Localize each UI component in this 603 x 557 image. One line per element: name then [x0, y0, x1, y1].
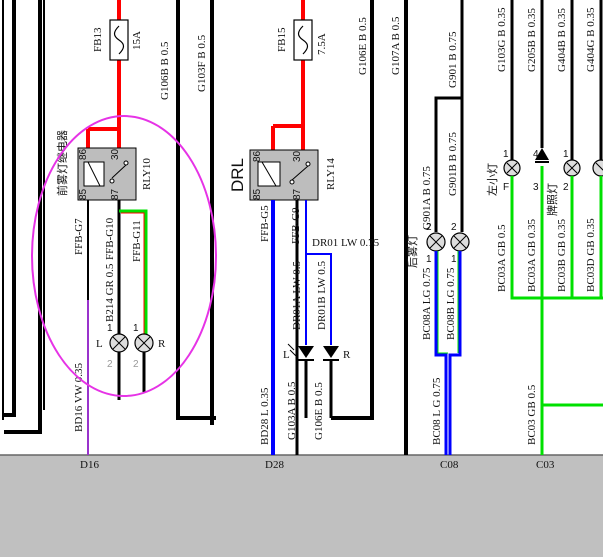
wire-ffb-g11-green — [119, 209, 148, 334]
wire-g106e — [331, 0, 374, 420]
bc08a-label: BC08A LG 0.75 — [421, 267, 433, 340]
wire-bc08a-inner — [437, 251, 448, 354]
g404b-label: G404B B 0.35 — [556, 8, 568, 72]
rear-fog-pin-top-b: 2 — [451, 222, 457, 233]
rear-right-lamps — [503, 148, 603, 177]
wire-dr01 — [305, 200, 332, 345]
relay-rly10-id: RLY10 — [141, 158, 153, 190]
fuse-fb13-rating: 15A — [131, 31, 143, 50]
bc03-green-wires — [510, 166, 603, 455]
relay-rly14 — [249, 149, 319, 201]
dr01a-label: DR01A LW 0.5 — [291, 261, 303, 330]
connector-c03: C03 — [536, 459, 555, 471]
connector-d16: D16 — [80, 459, 99, 471]
fb13-feed — [86, 0, 121, 148]
fog-lamp-left-label: L — [96, 338, 103, 350]
rear-fog-pin-top-a: 2 — [426, 222, 432, 233]
rly10-pin-85: 85 — [78, 188, 89, 200]
bc03a-label: BC03A GB 0.5 — [496, 224, 508, 292]
wire-g106b-label: G106B B 0.5 — [159, 41, 171, 100]
bd28-label: BD28 L 0.35 — [259, 387, 271, 445]
ffb-g7-label: FFB-G7 — [73, 218, 85, 255]
rly14-pin-30: 30 — [292, 150, 303, 162]
ffb-g11-label: FFB-G11 — [131, 220, 143, 262]
relay-tag-drl: DRL — [228, 158, 247, 192]
b214-label: B214 GR 0.5 — [104, 263, 116, 322]
fuse-fb13-id: FB13 — [92, 27, 104, 52]
plate-pin-b: 3 — [533, 182, 539, 193]
wire-g103f-label: G103F B 0.5 — [196, 34, 208, 92]
fuse-fb13 — [109, 19, 129, 61]
rly10-pin-87: 87 — [110, 188, 121, 200]
g901a-label: G901A B 0.75 — [421, 166, 433, 230]
wire-bc08b — [448, 251, 462, 455]
wire-g106b — [176, 0, 216, 420]
fuse-fb15 — [293, 19, 313, 61]
bc08-label: BC08 L G 0.75 — [431, 377, 443, 445]
highlight-ellipse — [31, 115, 217, 397]
relay-rly10 — [77, 147, 137, 201]
connector-c08: C08 — [440, 459, 459, 471]
g103a-label: G103A B 0.5 — [286, 381, 298, 440]
g404g-label: G404G B 0.35 — [585, 7, 597, 72]
left-ground-wires — [2, 0, 45, 434]
fog-lamp-left-gnd: 2 — [107, 359, 113, 370]
drl-right-label: R — [343, 349, 351, 361]
plate-pin-c: 1 — [563, 149, 569, 160]
g106e-label: G106E B 0.5 — [357, 17, 369, 75]
rly10-pin-30: 30 — [110, 148, 121, 160]
relay-rly14-id: RLY14 — [325, 158, 337, 190]
bc03a2-label: BC03A GB 0.35 — [526, 218, 538, 292]
fuse-fb15-id: FB15 — [276, 27, 288, 52]
ffb-g10-label: FFB-G10 — [104, 217, 116, 260]
g901b-label: G901B B 0.75 — [447, 132, 459, 196]
left-small-lamp-name: 左小灯 — [486, 163, 499, 196]
drl-left-label: L — [283, 349, 290, 361]
dr01-label: DR01 LW 0.75 — [312, 237, 380, 249]
g103g-label: G103G B 0.35 — [496, 7, 508, 72]
rly10-pin-86: 86 — [78, 148, 89, 160]
rear-fog-pin-bottom-a: 1 — [426, 254, 432, 265]
g106e2-label: G106E B 0.5 — [313, 382, 325, 440]
bc03d-label: BC03D GB 0.35 — [585, 218, 597, 292]
fog-lamp-right-label: R — [158, 338, 166, 350]
rly14-pin-85: 85 — [252, 188, 263, 200]
fuse-fb15-rating: 7.5A — [316, 33, 328, 55]
drl-ground — [304, 360, 333, 418]
plate-lamp-name: 牌照灯 — [545, 183, 559, 216]
rear-fog-pin-bottom-b: 1 — [451, 254, 457, 265]
rly14-pin-87: 87 — [292, 188, 303, 200]
ffb-g5-label: FFB-G5 — [259, 205, 271, 242]
g107a-label: G107A B 0.5 — [390, 16, 402, 75]
fog-lamp-right-gnd: 2 — [133, 359, 139, 370]
wire-g901 — [434, 0, 464, 232]
g205b-label: G205B B 0.35 — [526, 8, 538, 72]
rear-fog-lamps — [426, 232, 470, 252]
fog-lamp-right-pin: 1 — [133, 323, 139, 334]
left-small-pin-side: F — [503, 182, 509, 193]
left-small-pin-top: 1 — [503, 149, 509, 160]
wire-ffb-g11-red — [121, 212, 145, 334]
rear-fog-name: 后雾灯 — [406, 235, 419, 268]
plate-pin-d: 2 — [563, 182, 569, 193]
plate-pin-a: 4 — [533, 149, 539, 160]
bc08b-label: BC08B LG 0.75 — [445, 267, 457, 340]
rly14-pin-86: 86 — [252, 150, 263, 162]
dr01b-label: DR01B LW 0.5 — [316, 261, 328, 330]
harness-panel — [0, 455, 603, 557]
connector-d28: D28 — [265, 459, 284, 471]
fb15-feed — [271, 0, 305, 150]
relay-rly10-name: 前雾灯继电器 — [55, 130, 69, 196]
wire-bc08a — [434, 251, 448, 455]
bc03b-label: BC03B GB 0.35 — [556, 218, 568, 292]
front-fog-lamps — [109, 333, 154, 353]
bc03-label: BC03 GB 0.5 — [526, 384, 538, 445]
fog-lamp-left-pin: 1 — [107, 323, 113, 334]
g901-label: G901 B 0.75 — [447, 31, 459, 88]
ffb-g9-label: FFB-G9 — [290, 207, 302, 244]
fog-lamp-ground — [117, 352, 146, 400]
